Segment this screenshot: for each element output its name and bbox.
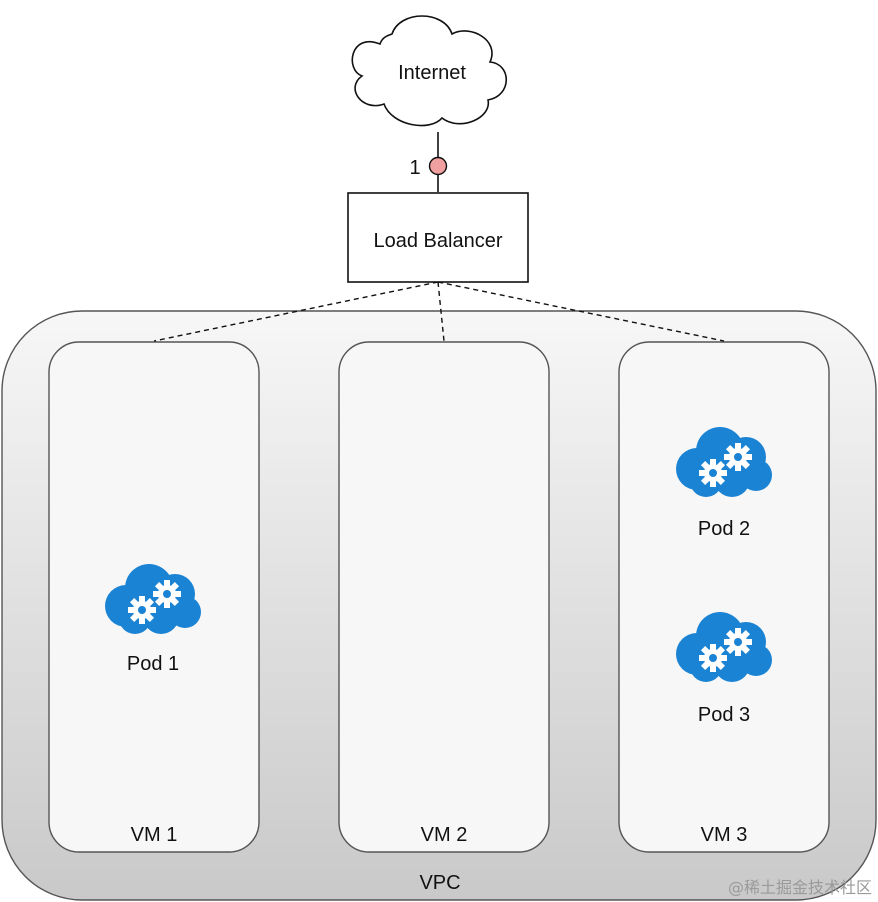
vm-1-label: VM 1 — [131, 824, 178, 846]
vm-2-box — [338, 341, 550, 853]
watermark-text: @稀土掘金技术社区 — [728, 878, 872, 897]
connection-port-label: 1 — [409, 157, 420, 179]
internet-label: Internet — [398, 62, 466, 84]
lb-to-vm-1-link — [153, 281, 439, 342]
lb-to-vm-2-link — [437, 281, 445, 342]
internet-cloud: Internet — [351, 15, 507, 127]
pod-3-label: Pod 3 — [698, 704, 750, 726]
lb-to-vm-links — [153, 281, 725, 342]
pod-1-label: Pod 1 — [127, 653, 179, 675]
vm-3-label: VM 3 — [701, 824, 748, 846]
vm-2-label: VM 2 — [421, 824, 468, 846]
connection-port-dot — [428, 156, 448, 176]
lb-to-vm-3-link — [437, 281, 725, 342]
pod-2-label: Pod 2 — [698, 518, 750, 540]
vm-3-box — [618, 341, 830, 853]
load-balancer-box: Load Balancer — [347, 192, 529, 283]
load-balancer-label: Load Balancer — [374, 230, 503, 252]
vpc-label: VPC — [419, 872, 460, 894]
